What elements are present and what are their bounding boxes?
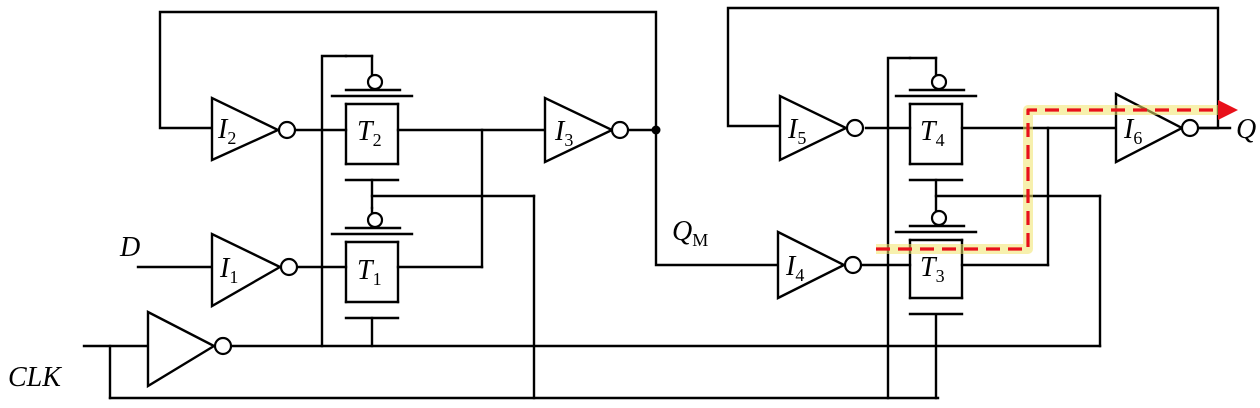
q-output-label: Q bbox=[1236, 114, 1256, 145]
inverter-subscript: 4 bbox=[795, 265, 804, 285]
transmission-gate-t4: T4 bbox=[894, 56, 978, 182]
svg-text:I1: I1 bbox=[219, 253, 238, 287]
gate-label: T bbox=[357, 255, 375, 286]
inverter-label: I bbox=[785, 251, 797, 282]
pmos-bubble-icon bbox=[930, 73, 948, 91]
inverter-subscript: 6 bbox=[1133, 128, 1142, 148]
inverter-subscript: 2 bbox=[227, 128, 236, 148]
pmos-bubble-icon bbox=[930, 209, 948, 227]
inverter-bubble-icon bbox=[845, 118, 865, 138]
svg-text:I3: I3 bbox=[554, 116, 573, 150]
transmission-gate-t2: T2 bbox=[330, 54, 414, 182]
pmos-bubble-icon bbox=[366, 211, 384, 229]
inverter-bubble-icon bbox=[843, 255, 863, 275]
inverter-subscript: 3 bbox=[564, 130, 573, 150]
inverter-i4: I4 bbox=[776, 230, 863, 300]
inverter-bubble-icon bbox=[1180, 118, 1200, 138]
transmission-gate-t1: T1 bbox=[330, 206, 414, 320]
inverter-bubble-icon bbox=[213, 336, 233, 356]
inverter-bubble-icon bbox=[610, 120, 630, 140]
inverter-i2: I2 bbox=[210, 96, 297, 162]
svg-text:I6: I6 bbox=[1123, 114, 1142, 148]
clock-inverter bbox=[146, 310, 233, 389]
inverter-label: I bbox=[217, 114, 229, 145]
gate-subscript: 1 bbox=[373, 269, 382, 289]
inverter-i1: I1 bbox=[210, 232, 299, 309]
qm-node-label: QM bbox=[672, 216, 708, 250]
inverter-bubble-icon bbox=[279, 257, 299, 277]
qm-main: Q bbox=[672, 216, 692, 247]
svg-text:I2: I2 bbox=[217, 114, 236, 148]
inverter-label: I bbox=[1123, 114, 1135, 145]
wires bbox=[82, 6, 1232, 400]
svg-text:T2: T2 bbox=[357, 116, 382, 150]
inverter-i6: I6 bbox=[1114, 92, 1200, 164]
inverter-subscript: 5 bbox=[797, 128, 806, 148]
inverter-subscript: 1 bbox=[229, 267, 238, 287]
gate-subscript: 2 bbox=[373, 130, 382, 150]
svg-text:T1: T1 bbox=[357, 255, 382, 289]
highlighted-signal-path bbox=[876, 100, 1238, 254]
inverter-i5: I5 bbox=[778, 94, 865, 162]
qm-subscript: M bbox=[692, 230, 708, 250]
inverter-bubble-icon bbox=[277, 120, 297, 140]
svg-text:T3: T3 bbox=[920, 252, 945, 286]
junction-dot bbox=[651, 125, 661, 135]
inverter-label: I bbox=[219, 253, 231, 284]
gate-label: T bbox=[920, 116, 938, 147]
svg-text:I4: I4 bbox=[785, 251, 804, 285]
gate-label: T bbox=[357, 116, 375, 147]
inverter-label: I bbox=[787, 114, 799, 145]
gate-subscript: 3 bbox=[936, 266, 945, 286]
svg-text:I5: I5 bbox=[787, 114, 806, 148]
gate-subscript: 4 bbox=[936, 130, 945, 150]
svg-text:T4: T4 bbox=[920, 116, 945, 150]
inverter-label: I bbox=[554, 116, 566, 147]
pmos-bubble-icon bbox=[366, 73, 384, 91]
d-input-label: D bbox=[119, 232, 140, 263]
gate-label: T bbox=[920, 252, 938, 283]
inverter-i3: I3 bbox=[543, 96, 630, 164]
arrow-head-icon bbox=[1218, 100, 1238, 120]
clk-input-label: CLK bbox=[8, 362, 62, 393]
transmission-gate-t3: T3 bbox=[894, 209, 978, 316]
